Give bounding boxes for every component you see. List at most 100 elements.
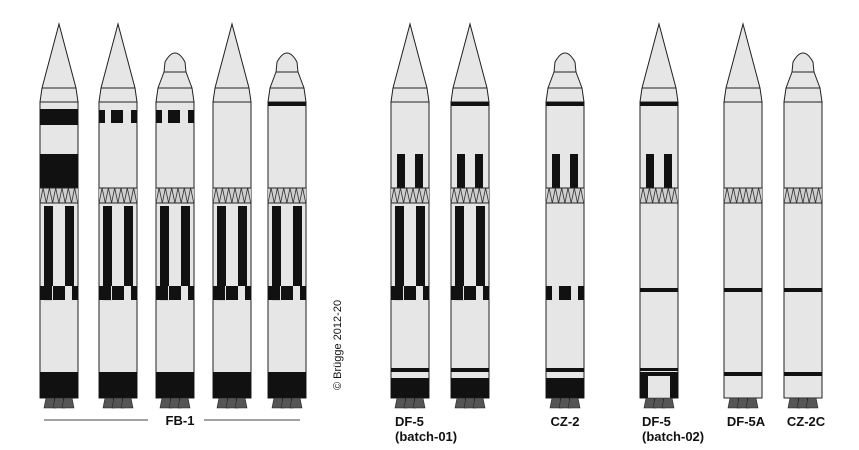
rocket-df5a [723, 22, 763, 409]
rocket-df5-b1-a [390, 22, 430, 409]
upper-stripe [475, 154, 483, 188]
upper-solid-block [40, 154, 78, 188]
base-solid-band [391, 378, 429, 398]
base-solid-band [546, 378, 584, 398]
lower-stripe [238, 206, 247, 286]
upper-stripe [664, 154, 672, 188]
base-thin-band [391, 368, 429, 372]
engine-nozzle [472, 397, 486, 409]
lower-check [156, 286, 168, 300]
engine-nozzle [412, 397, 426, 409]
lower-thin-band [724, 288, 762, 292]
lower-thin-band [784, 288, 822, 292]
base-thin-band [451, 368, 489, 372]
label-df5-batch01: DF-5 (batch-01) [395, 414, 475, 444]
lower-stripe [416, 206, 425, 286]
base-solid-band [99, 372, 137, 398]
upper-thin-band [640, 102, 678, 106]
lower-check [404, 286, 416, 300]
rocket-body [723, 101, 763, 399]
lower-check [281, 286, 293, 300]
engine-nozzle [289, 397, 303, 409]
label-fb1: FB-1 [165, 413, 195, 428]
upper-check [111, 110, 123, 123]
upper-thin-band [268, 102, 306, 106]
interstage-truss [784, 188, 822, 203]
lower-check [169, 286, 181, 300]
label-df5-batch02: DF-5 (batch-02) [642, 414, 722, 444]
engine-nozzle [177, 397, 191, 409]
lower-stripe [103, 206, 112, 286]
interstage-truss [391, 188, 429, 203]
rocket-nose-fairing [545, 52, 585, 103]
lower-check [131, 286, 137, 300]
lower-stripe [455, 206, 464, 286]
lower-stripe [217, 206, 226, 286]
lower-check [546, 286, 552, 300]
upper-stripe [457, 154, 465, 188]
interstage-truss [156, 188, 194, 203]
upper-check [156, 110, 162, 123]
rocket-body [783, 101, 823, 399]
lower-stripe [293, 206, 302, 286]
rocket-cz2c [783, 52, 823, 409]
upper-check [99, 110, 105, 123]
lower-stripe [65, 206, 74, 286]
lower-stripe [181, 206, 190, 286]
base-window [648, 376, 670, 398]
rocket-nose-spike [39, 22, 79, 103]
upper-stripe [415, 154, 423, 188]
label-cz2c: CZ-2C [786, 414, 826, 429]
lower-check [40, 286, 52, 300]
upper-thin-band [451, 102, 489, 106]
lower-check [451, 286, 463, 300]
lower-thin-band [640, 288, 678, 292]
label-cz2: CZ-2 [550, 414, 580, 429]
label-df5-batch02-name: DF-5 [642, 414, 671, 429]
base-solid-band [268, 372, 306, 398]
engine-nozzle [805, 397, 819, 409]
upper-stripe [646, 154, 654, 188]
engine-nozzle [61, 397, 75, 409]
rocket-body [545, 101, 585, 399]
lower-check [112, 286, 124, 300]
rocket-fb1-c [155, 52, 195, 409]
label-df5a: DF-5A [726, 414, 766, 429]
rocket-nose-spike [212, 22, 252, 103]
lower-check [300, 286, 306, 300]
interstage-truss [213, 188, 251, 203]
lower-check [268, 286, 280, 300]
rocket-nose-spike [723, 22, 763, 103]
rocket-nose-fairing [267, 52, 307, 103]
lower-check [483, 286, 489, 300]
rocket-nose-spike [639, 22, 679, 103]
lower-stripe [476, 206, 485, 286]
engine-nozzle [120, 397, 134, 409]
rocket-nose-spike [450, 22, 490, 103]
lower-check [53, 286, 65, 300]
upper-check [168, 110, 180, 123]
upper-thin-band [546, 102, 584, 106]
rocket-df5-b2 [639, 22, 679, 409]
lower-check [188, 286, 194, 300]
rocket-nose-spike [390, 22, 430, 103]
engine-nozzle [567, 397, 581, 409]
rocket-fb1-d [212, 22, 252, 409]
rocket-body [639, 101, 679, 399]
base-solid-band [213, 372, 251, 398]
lower-stripe [160, 206, 169, 286]
base-thin-band [784, 372, 822, 376]
rocket-fb1-e [267, 52, 307, 409]
base-thin-band [724, 372, 762, 376]
engine-nozzle [661, 397, 675, 409]
interstage-truss [640, 188, 678, 203]
base-solid-band [156, 372, 194, 398]
base-solid-band [451, 378, 489, 398]
rocket-df5-b1-b [450, 22, 490, 409]
base-thin-band [546, 368, 584, 372]
label-df5-batch01-name: DF-5 [395, 414, 424, 429]
interstage-truss [99, 188, 137, 203]
lower-check [226, 286, 238, 300]
engine-nozzle [234, 397, 248, 409]
